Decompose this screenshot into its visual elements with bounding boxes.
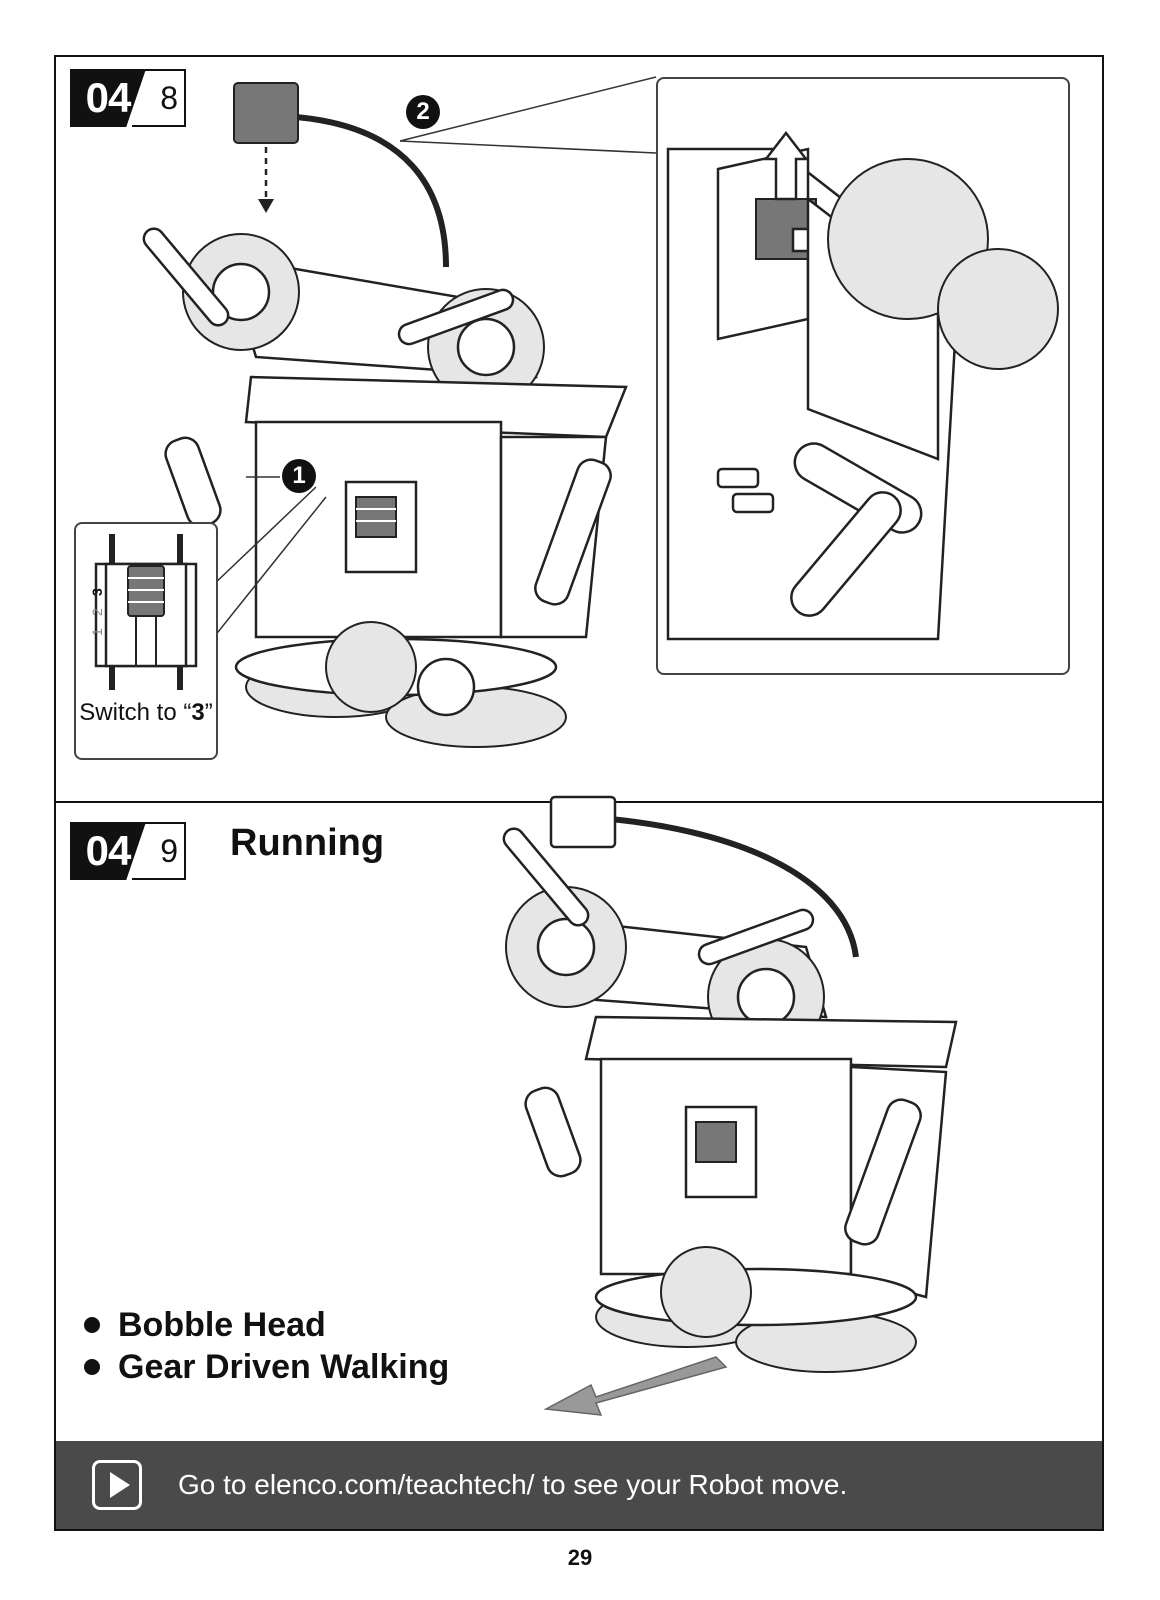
step-8-badge: 04 8 bbox=[70, 69, 186, 127]
inset-caption-value: 3 bbox=[191, 699, 205, 726]
step-9-badge: 04 9 Running bbox=[70, 822, 384, 880]
bullet-icon bbox=[84, 1359, 100, 1375]
switch-label-2: 2 bbox=[89, 608, 105, 616]
video-link-text[interactable]: Go to elenco.com/teachtech/ to see your … bbox=[178, 1469, 848, 1500]
switch-label-3: 3 bbox=[89, 588, 105, 596]
feature-item: Bobble Head bbox=[84, 1305, 449, 1345]
page-number: 29 bbox=[567, 1545, 593, 1570]
switch-inset: 1 2 3 Switch to “3” bbox=[74, 522, 218, 760]
inset-caption: Switch to “3” bbox=[79, 699, 213, 726]
feature-list: Bobble Head Gear Driven Walking bbox=[84, 1305, 449, 1389]
callout-leader-lines bbox=[210, 76, 657, 638]
switch-diagram: 1 2 3 bbox=[89, 534, 198, 690]
callout-1: 1 bbox=[282, 459, 316, 493]
robot-illustration-step-8 bbox=[142, 82, 628, 748]
play-icon[interactable] bbox=[92, 1460, 142, 1510]
step-9-minor-number: 9 bbox=[132, 822, 186, 880]
switch-label-1: 1 bbox=[89, 628, 105, 636]
connector-detail-illustration bbox=[666, 130, 1059, 641]
step-8-major-number: 04 bbox=[70, 69, 146, 127]
feature-label: Gear Driven Walking bbox=[118, 1347, 450, 1386]
video-link-bar[interactable]: Go to elenco.com/teachtech/ to see your … bbox=[56, 1441, 1102, 1529]
feature-label: Bobble Head bbox=[118, 1305, 326, 1344]
step-9-title: Running bbox=[230, 822, 385, 864]
feature-item: Gear Driven Walking bbox=[84, 1347, 449, 1387]
robot-illustration-step-9 bbox=[502, 795, 958, 1416]
detail-view-connector bbox=[656, 77, 1070, 675]
callout-2: 2 bbox=[406, 95, 440, 129]
bullet-icon bbox=[84, 1317, 100, 1333]
page-frame: 04 8 2 1 bbox=[54, 55, 1104, 1531]
inset-caption-prefix: Switch to bbox=[79, 699, 177, 726]
